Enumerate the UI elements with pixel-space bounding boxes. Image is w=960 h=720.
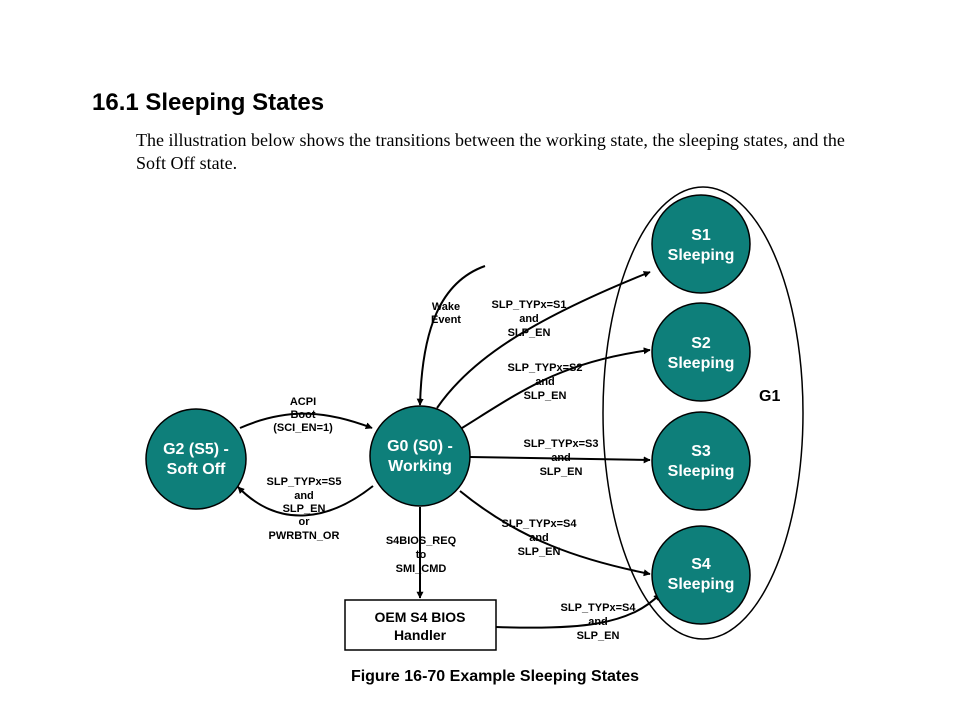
- edge-label-to-g2-line-5: PWRBTN_OR: [269, 530, 340, 542]
- node-s3-sublabel: Sleeping: [668, 463, 735, 480]
- node-s1: S1 Sleeping: [651, 194, 751, 294]
- edge-label-to-g2-line-1: SLP_TYPx=S5: [267, 476, 342, 488]
- edge-label-wake: Wake Event: [431, 301, 461, 326]
- edge-label-s4bios-line-3: SMI_CMD: [396, 563, 447, 575]
- edge-label-bios-to-s4-line-2: and: [588, 616, 608, 628]
- node-s2-label: S2: [691, 335, 711, 352]
- node-s4-label: S4: [691, 556, 711, 573]
- edge-label-wake-line-1: Wake: [432, 301, 460, 313]
- page-title: 16.1 Sleeping States: [92, 89, 325, 116]
- edge-label-acpi-boot-line-2: Boot: [290, 409, 315, 421]
- node-g0-circle: [369, 405, 471, 507]
- edge-label-wake-line-2: Event: [431, 314, 461, 326]
- edge-label-to-s2-line-1: SLP_TYPx=S2: [508, 362, 583, 374]
- edge-g0-to-s4: [459, 490, 651, 577]
- node-s3-circle: [651, 411, 751, 511]
- oem-s4-bios-handler-rect: [344, 599, 497, 651]
- edge-label-to-s3-line-2: and: [551, 452, 571, 464]
- oem-s4-bios-handler-label: OEM S4 BIOS: [374, 609, 465, 625]
- node-s4-circle: [651, 525, 751, 625]
- node-s2-circle: [651, 302, 751, 402]
- edge-label-to-s4-line-1: SLP_TYPx=S4: [502, 518, 578, 530]
- edge-acpi-boot: [239, 412, 373, 430]
- edge-label-to-s1-line-2: and: [519, 313, 539, 325]
- node-g2-sublabel: Soft Off: [167, 461, 226, 478]
- edge-label-to-s2: SLP_TYPx=S2 and SLP_EN: [508, 362, 583, 402]
- edge-label-bios-to-s4: SLP_TYPx=S4 and SLP_EN: [561, 602, 637, 642]
- oem-s4-bios-handler-sublabel: Handler: [394, 627, 447, 643]
- node-g0-label: G0 (S0) -: [387, 438, 453, 455]
- edge-label-to-g2-line-3: SLP_EN: [283, 503, 326, 515]
- oem-s4-bios-handler-box: OEM S4 BIOS Handler: [344, 599, 497, 651]
- edge-g0-to-s2: [461, 347, 651, 429]
- figure-caption: Figure 16-70 Example Sleeping States: [351, 668, 639, 685]
- node-s1-label: S1: [691, 227, 711, 244]
- edge-label-bios-to-s4-line-3: SLP_EN: [577, 630, 620, 642]
- edge-label-bios-to-s4-line-1: SLP_TYPx=S4: [561, 602, 637, 614]
- edge-label-acpi-boot-line-1: ACPI: [290, 396, 316, 408]
- intro-paragraph: The illustration below shows the transit…: [136, 130, 845, 173]
- node-g0-sublabel: Working: [388, 458, 452, 475]
- edge-label-to-s1-line-1: SLP_TYPx=S1: [492, 299, 567, 311]
- edge-bios-to-s4: [495, 593, 661, 629]
- node-g0: G0 (S0) - Working: [369, 405, 471, 507]
- edge-label-to-s1-line-3: SLP_EN: [508, 327, 551, 339]
- edge-label-s4bios-line-2: to: [416, 549, 427, 561]
- node-g2-label: G2 (S5) -: [163, 441, 229, 458]
- edge-label-s4bios: S4BIOS_REQ to SMI_CMD: [386, 535, 457, 575]
- node-s2: S2 Sleeping: [651, 302, 751, 402]
- edge-label-to-s4-line-3: SLP_EN: [518, 546, 561, 558]
- node-s4: S4 Sleeping: [651, 525, 751, 625]
- edge-label-to-s1: SLP_TYPx=S1 and SLP_EN: [492, 299, 567, 339]
- edge-label-to-g2-line-4: or: [299, 516, 311, 528]
- edge-label-acpi-boot: ACPI Boot (SCI_EN=1): [273, 396, 333, 434]
- edge-label-to-s3-line-3: SLP_EN: [540, 466, 583, 478]
- edge-g0-to-s1: [436, 271, 651, 409]
- edge-label-to-g2-line-2: and: [294, 490, 314, 502]
- edge-label-s4bios-line-1: S4BIOS_REQ: [386, 535, 457, 547]
- node-s3-label: S3: [691, 443, 711, 460]
- g1-group-ellipse: [602, 186, 804, 640]
- edge-label-acpi-boot-line-3: (SCI_EN=1): [273, 422, 333, 434]
- edge-label-to-g2: SLP_TYPx=S5 and SLP_EN or PWRBTN_OR: [267, 476, 342, 542]
- edge-wake-event: [416, 265, 486, 406]
- node-g2: G2 (S5) - Soft Off: [145, 408, 247, 510]
- g1-group-label: G1: [759, 388, 780, 405]
- node-s4-sublabel: Sleeping: [668, 576, 735, 593]
- node-s1-sublabel: Sleeping: [668, 247, 735, 264]
- edge-label-to-s2-line-3: SLP_EN: [524, 390, 567, 402]
- edge-g0-to-s3: [469, 456, 651, 464]
- node-s1-circle: [651, 194, 751, 294]
- edge-label-to-s4: SLP_TYPx=S4 and SLP_EN: [502, 518, 578, 558]
- edge-label-to-s2-line-2: and: [535, 376, 555, 388]
- edge-label-to-s3-line-1: SLP_TYPx=S3: [524, 438, 599, 450]
- node-s3: S3 Sleeping: [651, 411, 751, 511]
- node-s2-sublabel: Sleeping: [668, 355, 735, 372]
- node-g2-circle: [145, 408, 247, 510]
- edge-g0-to-g2: [237, 485, 374, 517]
- edge-label-to-s3: SLP_TYPx=S3 and SLP_EN: [524, 438, 599, 478]
- edge-label-to-s4-line-2: and: [529, 532, 549, 544]
